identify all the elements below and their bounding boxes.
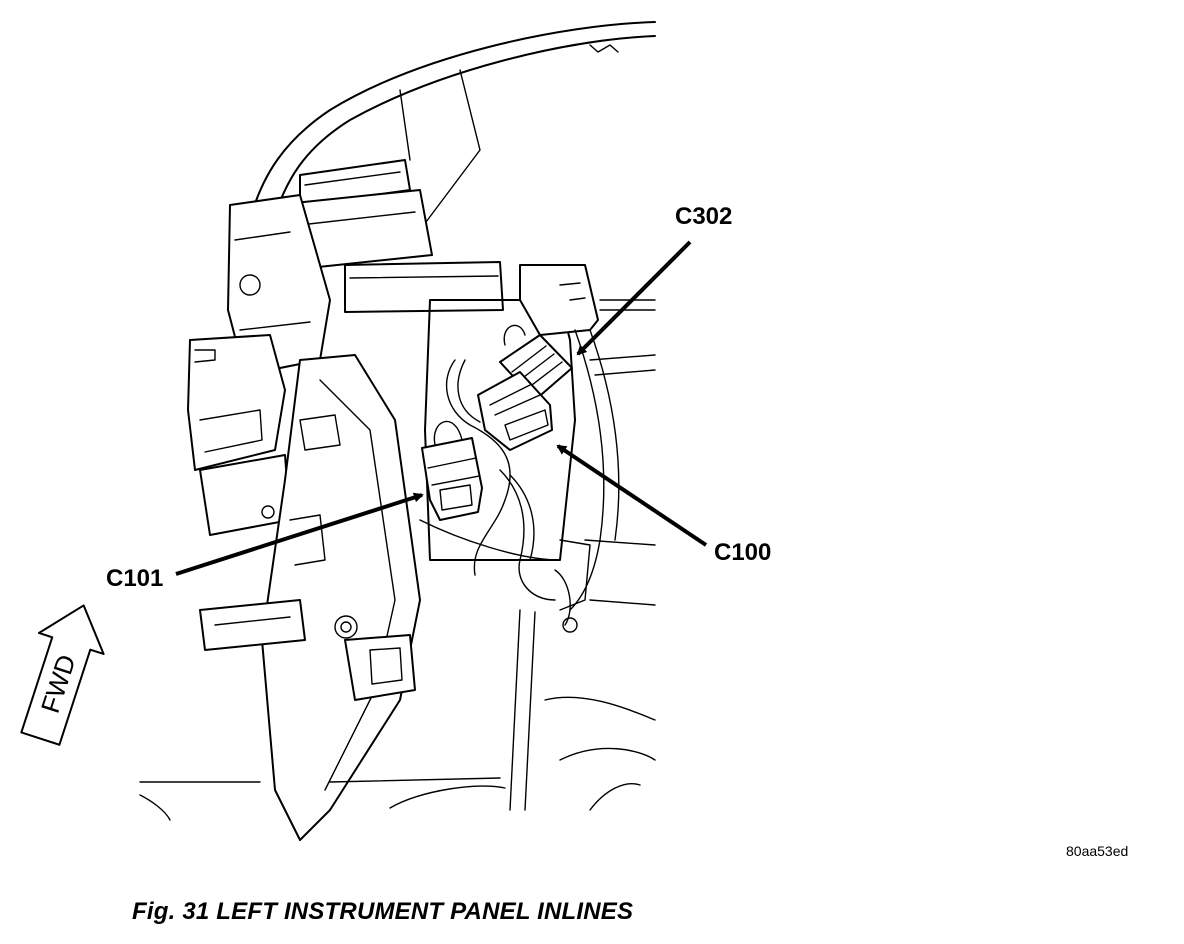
connector-c101 [421,420,483,521]
left-side-bracket [187,334,291,536]
lower-body-contours [139,519,656,821]
callout-c100: C100 [714,539,771,566]
c100-leader-line [556,444,708,547]
connector-c100 [477,371,553,451]
right-structure [519,264,656,633]
column-support-panel [199,354,421,841]
a-pillar-outline [249,21,656,231]
figure-caption: Fig. 31 LEFT INSTRUMENT PANEL INLINES [132,898,634,925]
c302-leader-line [576,240,692,356]
callout-c302: C302 [675,203,732,230]
drawing-id: 80aa53ed [1066,843,1129,859]
callout-c101: C101 [106,565,163,592]
fwd-direction-arrow: FWD [20,604,105,746]
c101-leader-line [175,492,424,576]
